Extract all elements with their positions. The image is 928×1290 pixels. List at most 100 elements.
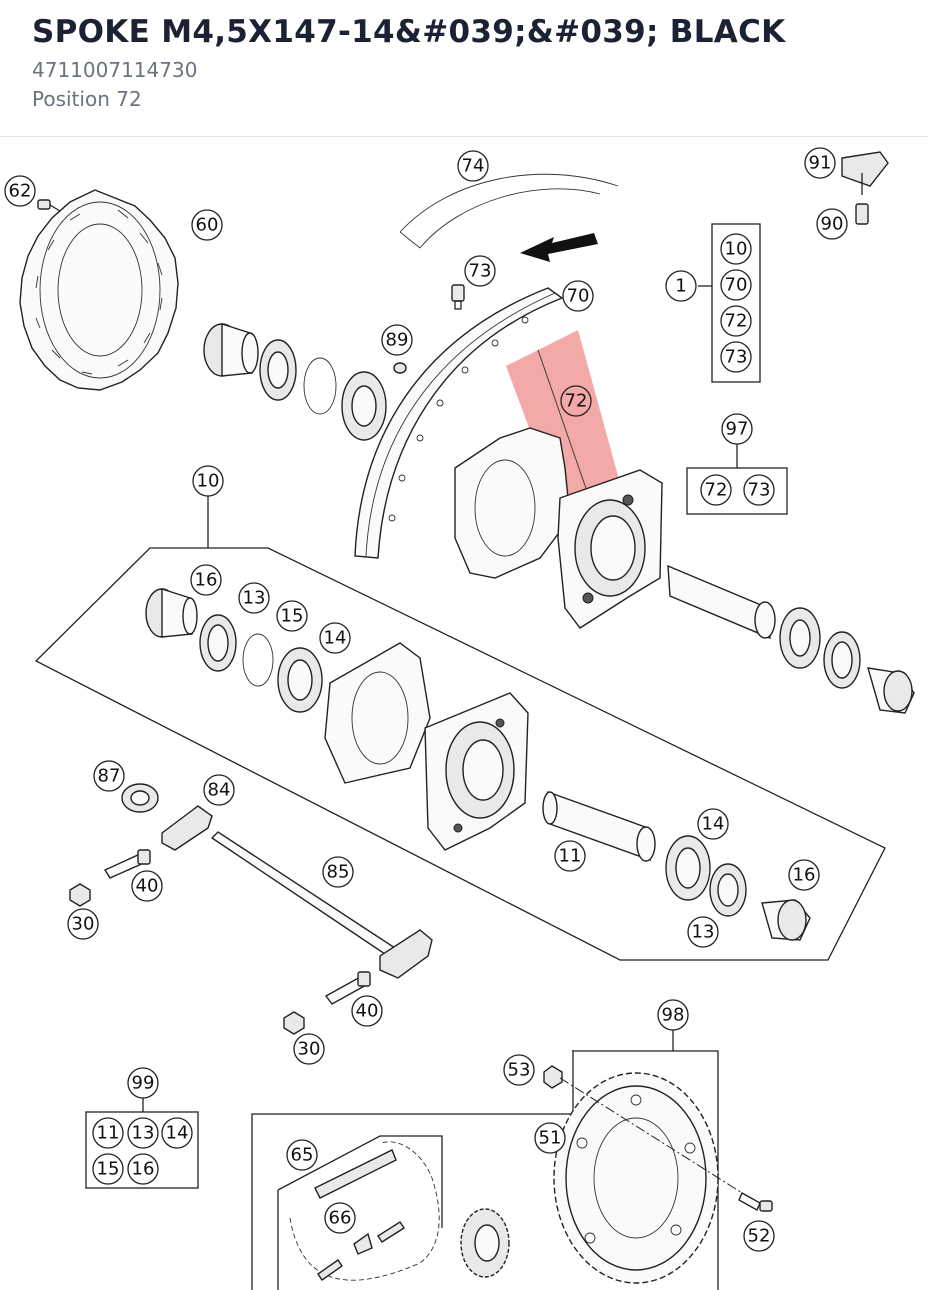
hub-bearing-14b [665,835,711,901]
callout-98[interactable]: 98 [657,999,689,1031]
svg-text:10: 10 [725,239,748,260]
svg-text:14: 14 [166,1123,189,1144]
callout-1[interactable]: 1 [665,270,697,302]
rotation-arrow [520,233,598,262]
callout-89[interactable]: 89 [381,324,413,356]
chain-adjuster-84 [161,805,213,851]
svg-text:72: 72 [705,480,728,501]
chain-65 [289,1141,440,1281]
callout-70[interactable]: 70 [562,280,594,312]
svg-text:98: 98 [662,1005,685,1026]
hub-seal-13b [709,863,747,917]
svg-text:72: 72 [565,391,588,412]
callout-84[interactable]: 84 [203,774,235,806]
callout-16[interactable]: 16 [190,564,222,596]
hub-spacer-16 [145,588,198,638]
upper-left-seal [259,339,297,401]
adjuster-nut-30b [283,1011,305,1035]
kit1-item-70[interactable]: 70 [720,269,752,301]
kit97-item-73[interactable]: 73 [743,474,775,506]
chain-box [277,1135,443,1290]
sprocket-bolt-52 [738,1192,773,1212]
hub-sleeve-11 [542,790,656,862]
small-nut-89 [393,362,407,374]
callout-11[interactable]: 11 [554,840,586,872]
callout-14[interactable]: 14 [319,622,351,654]
svg-text:15: 15 [281,606,304,627]
callout-62[interactable]: 62 [4,175,36,207]
svg-text:30: 30 [298,1039,321,1060]
callout-72-selected[interactable]: 72 [560,385,592,417]
callout-13b[interactable]: 13 [687,916,719,948]
kit99-item-15[interactable]: 15 [92,1153,124,1185]
callout-16b[interactable]: 16 [788,859,820,891]
svg-text:13: 13 [692,922,715,943]
disc-bolt [37,199,61,212]
valve [451,284,465,310]
adjuster-bolt-40a [103,849,151,879]
kit1-item-72[interactable]: 72 [720,305,752,337]
callout-60[interactable]: 60 [191,209,223,241]
svg-text:87: 87 [98,766,121,787]
kit99-item-16[interactable]: 16 [127,1153,159,1185]
part-number: 4711007114730 [32,58,198,82]
hub-seal-13 [199,614,237,672]
svg-text:53: 53 [508,1060,531,1081]
svg-text:73: 73 [748,480,771,501]
callout-15[interactable]: 15 [276,600,308,632]
part-title: SPOKE M4,5X147-14&#039;&#039; BLACK [32,14,786,50]
sprocket-nut-53 [543,1065,563,1089]
kit99-item-14[interactable]: 14 [161,1117,193,1149]
callout-90[interactable]: 90 [816,208,848,240]
callout-91[interactable]: 91 [804,147,836,179]
upper-left-spacer [203,323,259,377]
callout-13[interactable]: 13 [238,582,270,614]
callout-97[interactable]: 97 [721,413,753,445]
svg-text:13: 13 [132,1123,155,1144]
svg-text:30: 30 [72,914,95,935]
kit97-item-72[interactable]: 72 [700,474,732,506]
kit1-item-10[interactable]: 10 [720,233,752,265]
callout-65[interactable]: 65 [286,1139,318,1171]
part-position: Position 72 [32,87,142,111]
callout-40[interactable]: 40 [131,870,163,902]
svg-text:11: 11 [97,1123,120,1144]
svg-text:16: 16 [132,1159,155,1180]
svg-text:99: 99 [132,1073,155,1094]
callout-51[interactable]: 51 [534,1122,566,1154]
tyre-outline [399,173,619,249]
callout-40b[interactable]: 40 [351,995,383,1027]
callout-74[interactable]: 74 [457,150,489,182]
callout-14b[interactable]: 14 [697,808,729,840]
svg-text:73: 73 [725,347,748,368]
kit-box-1 [711,223,761,383]
exploded-parts-diagram[interactable]: 62 60 74 73 70 89 72 91 90 1 10 70 72 73… [0,138,928,1290]
kit1-item-73[interactable]: 73 [720,341,752,373]
front-sprocket [460,1208,510,1278]
brake-disc [19,189,179,391]
callout-52[interactable]: 52 [743,1220,775,1252]
svg-text:14: 14 [324,628,347,649]
callout-66[interactable]: 66 [324,1202,356,1234]
svg-text:91: 91 [809,153,832,174]
callout-99[interactable]: 99 [127,1067,159,1099]
svg-text:1: 1 [675,276,686,297]
svg-text:62: 62 [9,181,32,202]
kit-box-99 [85,1111,199,1189]
callout-73[interactable]: 73 [464,255,496,287]
svg-text:65: 65 [291,1145,314,1166]
callout-85[interactable]: 85 [322,856,354,888]
callout-30[interactable]: 30 [67,908,99,940]
callout-10[interactable]: 10 [192,465,224,497]
svg-text:66: 66 [329,1208,352,1229]
rim [354,287,564,559]
kit99-item-11[interactable]: 11 [92,1117,124,1149]
svg-text:70: 70 [567,286,590,307]
svg-text:97: 97 [726,419,749,440]
upper-right-bearing [779,607,821,669]
kit99-item-13[interactable]: 13 [127,1117,159,1149]
callout-30b[interactable]: 30 [293,1033,325,1065]
callout-53[interactable]: 53 [503,1054,535,1086]
callout-87[interactable]: 87 [93,760,125,792]
hub-body [324,642,529,851]
